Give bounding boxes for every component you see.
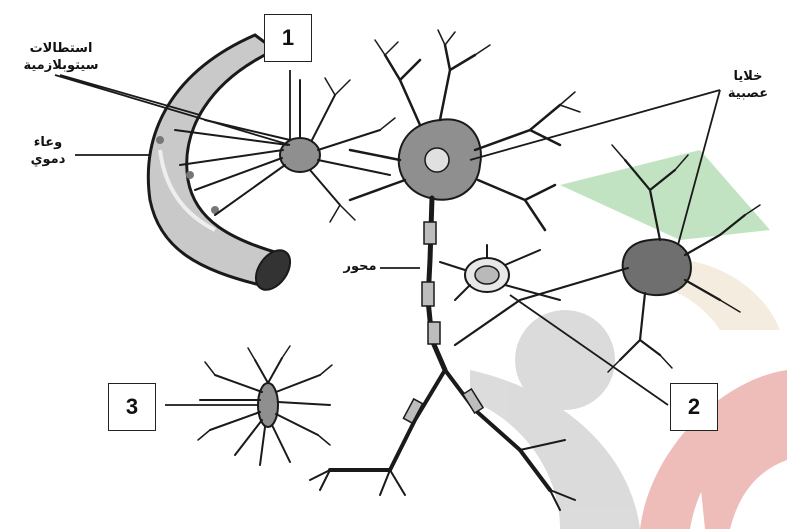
label-nerve-cells-line2: عصبية <box>718 85 778 102</box>
watermark-logo <box>470 150 787 529</box>
glial-cell-2 <box>440 245 560 300</box>
marker-box-1: 1 <box>264 14 312 62</box>
marker-box-2: 2 <box>670 383 718 431</box>
marker-1-label: 1 <box>282 25 294 51</box>
marker-box-3: 3 <box>108 383 156 431</box>
label-nerve-cells: خلايا عصبية <box>718 68 778 102</box>
marker-3-label: 3 <box>126 394 138 420</box>
label-blood-vessel-line1: وعاء <box>20 134 76 151</box>
neuron-upper <box>350 30 580 230</box>
label-blood-vessel-line2: دموي <box>20 151 76 168</box>
marker-2-label: 2 <box>688 394 700 420</box>
label-axon: محور <box>338 258 382 275</box>
label-nerve-cells-line1: خلايا <box>718 68 778 85</box>
label-cytoplasmic-processes-line1: استطالات <box>6 40 116 57</box>
label-blood-vessel: وعاء دموي <box>20 134 76 168</box>
label-axon-text: محور <box>338 258 382 275</box>
label-cytoplasmic-processes-line2: سيتوبلازمية <box>6 57 116 74</box>
label-cytoplasmic-processes: استطالات سيتوبلازمية <box>6 40 116 74</box>
blood-vessel <box>148 35 297 296</box>
callout-lines <box>55 70 720 405</box>
